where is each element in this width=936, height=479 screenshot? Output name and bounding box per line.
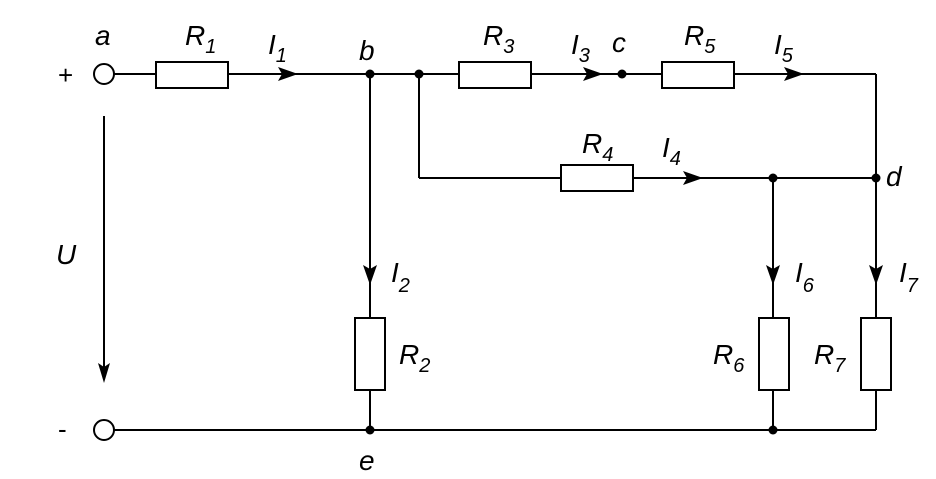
resistor-r7 bbox=[860, 317, 892, 391]
node-c-label: c bbox=[612, 27, 626, 58]
arrow-i1 bbox=[278, 67, 298, 81]
node-branch-dot bbox=[414, 69, 424, 79]
i3-label: I3 bbox=[571, 29, 590, 67]
resistor-r6 bbox=[758, 317, 790, 391]
terminal-e bbox=[93, 419, 115, 441]
resistor-r5 bbox=[661, 61, 735, 89]
node-r6-bottom-dot bbox=[768, 425, 778, 435]
i2-label: I2 bbox=[391, 257, 410, 297]
node-r6-top-dot bbox=[768, 173, 778, 183]
node-d-dot bbox=[871, 173, 881, 183]
arrow-i7 bbox=[869, 265, 883, 285]
arrow-voltage bbox=[98, 363, 110, 383]
i1-label: I1 bbox=[268, 29, 287, 67]
i6-label: I6 bbox=[795, 257, 815, 297]
resistor-r4 bbox=[560, 164, 634, 192]
arrow-i4 bbox=[683, 171, 703, 185]
r1-label: R1 bbox=[185, 20, 216, 58]
terminal-a bbox=[93, 63, 115, 85]
node-e-label: e bbox=[359, 445, 375, 476]
plus-sign: + bbox=[58, 60, 73, 90]
i7-label: I7 bbox=[899, 257, 919, 297]
r2-label: R2 bbox=[399, 339, 430, 377]
resistor-r1 bbox=[155, 61, 229, 89]
r7-label: R7 bbox=[814, 339, 846, 377]
node-d-label: d bbox=[886, 161, 903, 192]
node-e-dot bbox=[365, 425, 375, 435]
r3-label: R3 bbox=[483, 20, 514, 58]
r4-label: R4 bbox=[582, 128, 613, 166]
wires bbox=[103, 73, 877, 431]
node-b-label: b bbox=[359, 35, 375, 66]
i5-label: I5 bbox=[774, 29, 794, 67]
arrow-i5 bbox=[784, 67, 804, 81]
arrow-i3 bbox=[583, 67, 603, 81]
node-c-dot bbox=[617, 69, 627, 79]
resistor-r2 bbox=[354, 317, 386, 391]
voltage-label: U bbox=[56, 239, 77, 270]
node-a-label: a bbox=[95, 20, 111, 51]
r5-label: R5 bbox=[684, 20, 716, 58]
resistor-r3 bbox=[458, 61, 532, 89]
i4-label: I4 bbox=[662, 132, 681, 170]
node-b-dot bbox=[365, 69, 375, 79]
arrow-i6 bbox=[766, 265, 780, 285]
r6-label: R6 bbox=[713, 339, 745, 377]
minus-sign: - bbox=[58, 414, 67, 444]
arrow-i2 bbox=[363, 265, 377, 285]
